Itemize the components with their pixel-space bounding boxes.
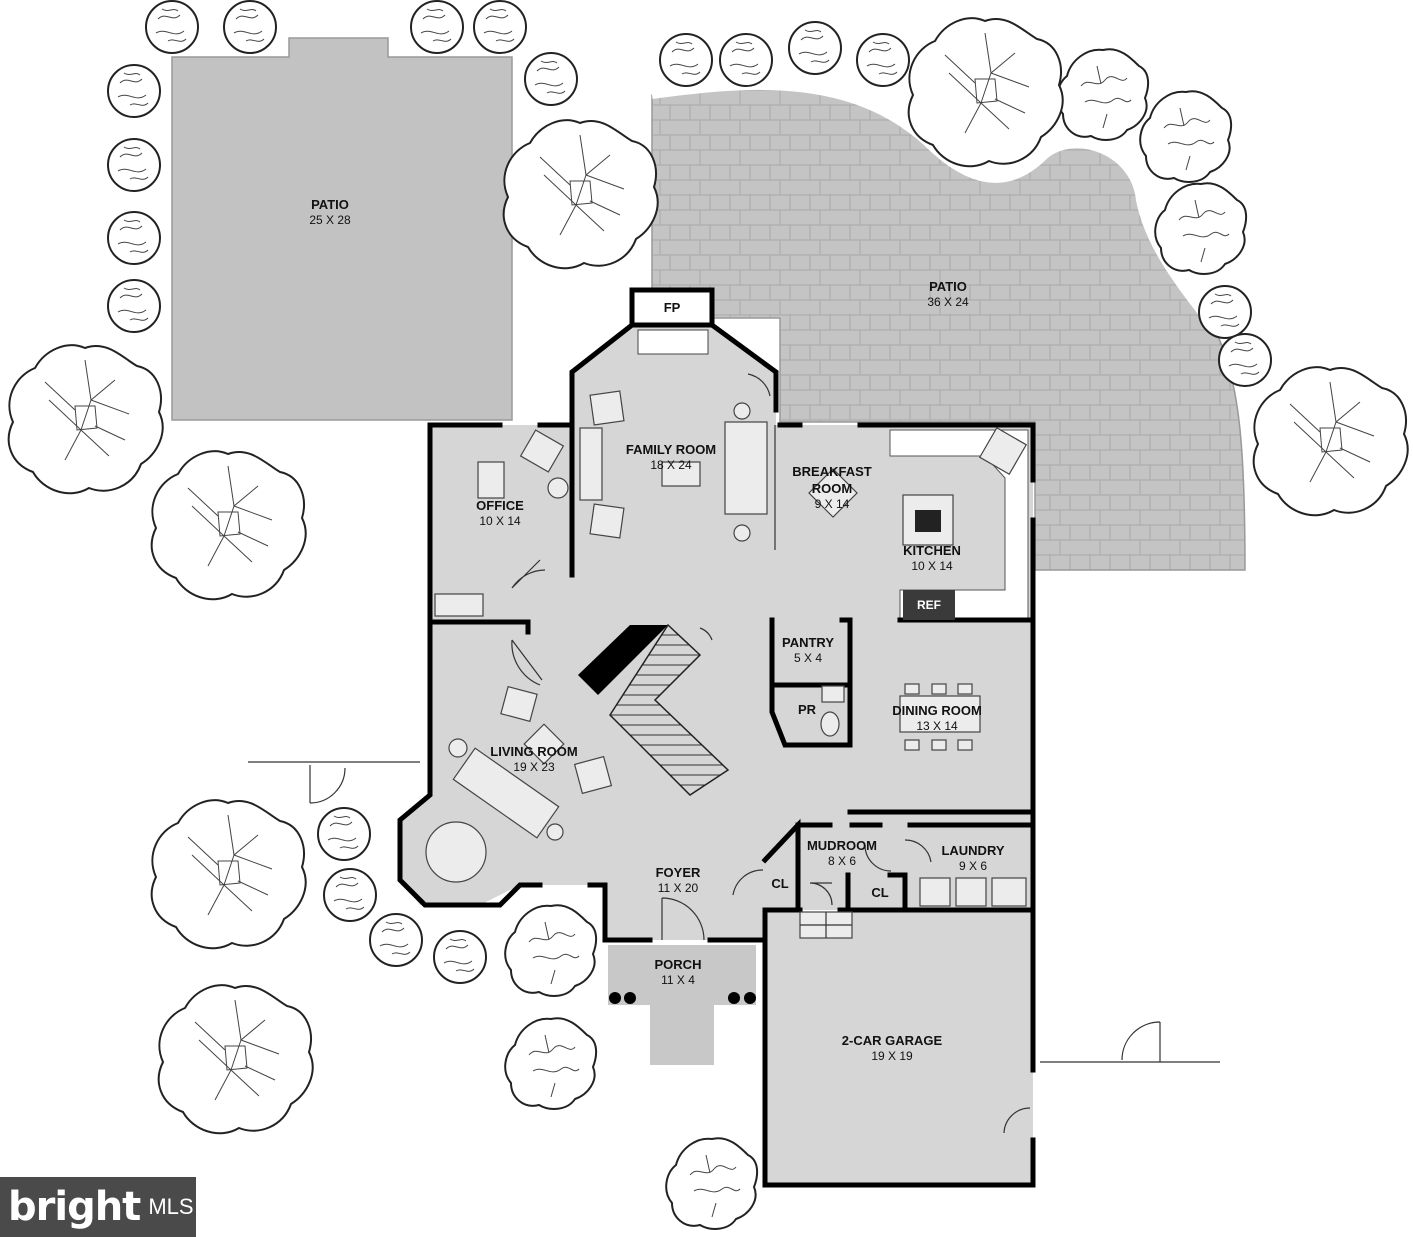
tree-icon xyxy=(145,0,199,54)
dining-room-dim: 13 X 14 xyxy=(916,719,958,733)
kitchen-dim: 10 X 14 xyxy=(911,559,953,573)
tree-icon xyxy=(659,33,713,87)
closet-label-2: CL xyxy=(871,885,888,900)
tree-icon xyxy=(223,0,277,54)
staircase xyxy=(578,623,730,796)
breakfast-room-dim: 9 X 14 xyxy=(815,497,850,511)
tree-icon xyxy=(504,904,598,997)
tree-icon xyxy=(504,1017,598,1110)
tree-icon xyxy=(1139,90,1233,183)
living-room-label: LIVING ROOM xyxy=(490,744,577,759)
tree-icon xyxy=(7,344,164,495)
breakfast-room-label-1: BREAKFAST xyxy=(792,464,872,479)
tree-icon xyxy=(107,138,161,192)
room-labels: FAMILY ROOM 18 X 24 BREAKFAST ROOM 9 X 1… xyxy=(476,442,1005,1063)
tree-icon xyxy=(317,807,371,861)
tree-icon xyxy=(665,1137,759,1230)
family-room-label: FAMILY ROOM xyxy=(626,442,716,457)
closet-label-1: CL xyxy=(771,876,788,891)
logo-mls-text: MLS xyxy=(148,1194,194,1219)
tree-icon xyxy=(788,21,842,75)
tree-icon xyxy=(502,119,659,270)
tree-icon xyxy=(1198,285,1252,339)
tree-icon xyxy=(150,799,307,950)
living-room-dim: 19 X 23 xyxy=(513,760,555,774)
tree-icon xyxy=(107,64,161,118)
door-swings xyxy=(511,373,1031,1134)
tree-icon xyxy=(107,211,161,265)
tree-icon xyxy=(107,279,161,333)
foyer-label: FOYER xyxy=(656,865,701,880)
fireplace-label: FP xyxy=(664,300,681,315)
patio-left-label: PATIO xyxy=(311,197,349,212)
tree-icon xyxy=(1252,366,1409,517)
laundry-dim: 9 X 6 xyxy=(959,859,987,873)
office-label: OFFICE xyxy=(476,498,524,513)
tree-icon xyxy=(473,0,527,54)
kitchen-label: KITCHEN xyxy=(903,543,961,558)
furniture: REF xyxy=(425,390,1028,1004)
garage-label: 2-CAR GARAGE xyxy=(842,1033,943,1048)
tree-icon xyxy=(1056,48,1150,141)
dining-room-label: DINING ROOM xyxy=(892,703,982,718)
walls: FP xyxy=(248,287,1220,1188)
tree-icon xyxy=(1218,333,1272,387)
tree-icon xyxy=(719,33,773,87)
office-dim: 10 X 14 xyxy=(479,514,521,528)
family-room-dim: 18 X 24 xyxy=(650,458,692,472)
porch-label: PORCH xyxy=(655,957,702,972)
patio-right-dim: 36 X 24 xyxy=(927,295,969,309)
tree-icon xyxy=(433,930,487,984)
porch-dim: 11 X 4 xyxy=(661,973,695,987)
laundry-label: LAUNDRY xyxy=(941,843,1004,858)
tree-icon xyxy=(150,450,307,601)
tree-icon xyxy=(1154,182,1248,275)
tree-icon xyxy=(907,17,1064,168)
garage-dim: 19 X 19 xyxy=(871,1049,913,1063)
tree-icon xyxy=(323,868,377,922)
patio-left: PATIO 25 X 28 xyxy=(171,37,513,421)
pantry-dim: 5 X 4 xyxy=(794,651,822,665)
powder-room-label: PR xyxy=(798,702,817,717)
tree-icon xyxy=(856,33,910,87)
logo-brand-text: bright xyxy=(8,1184,141,1230)
tree-icon xyxy=(369,913,423,967)
tree-icon xyxy=(157,984,314,1135)
patio-right: PATIO 36 X 24 xyxy=(651,81,1246,571)
mudroom-label: MUDROOM xyxy=(807,838,877,853)
ref-label: REF xyxy=(917,598,941,612)
foyer-dim: 11 X 20 xyxy=(658,881,699,895)
patio-left-dim: 25 X 28 xyxy=(309,213,351,227)
patio-right-label: PATIO xyxy=(929,279,967,294)
tree-icon xyxy=(410,0,464,54)
tree-icon xyxy=(524,52,578,106)
breakfast-room-label-2: ROOM xyxy=(812,481,852,496)
mudroom-dim: 8 X 6 xyxy=(828,854,856,868)
bright-mls-logo: bright MLS xyxy=(0,1177,196,1237)
pantry-label: PANTRY xyxy=(782,635,834,650)
